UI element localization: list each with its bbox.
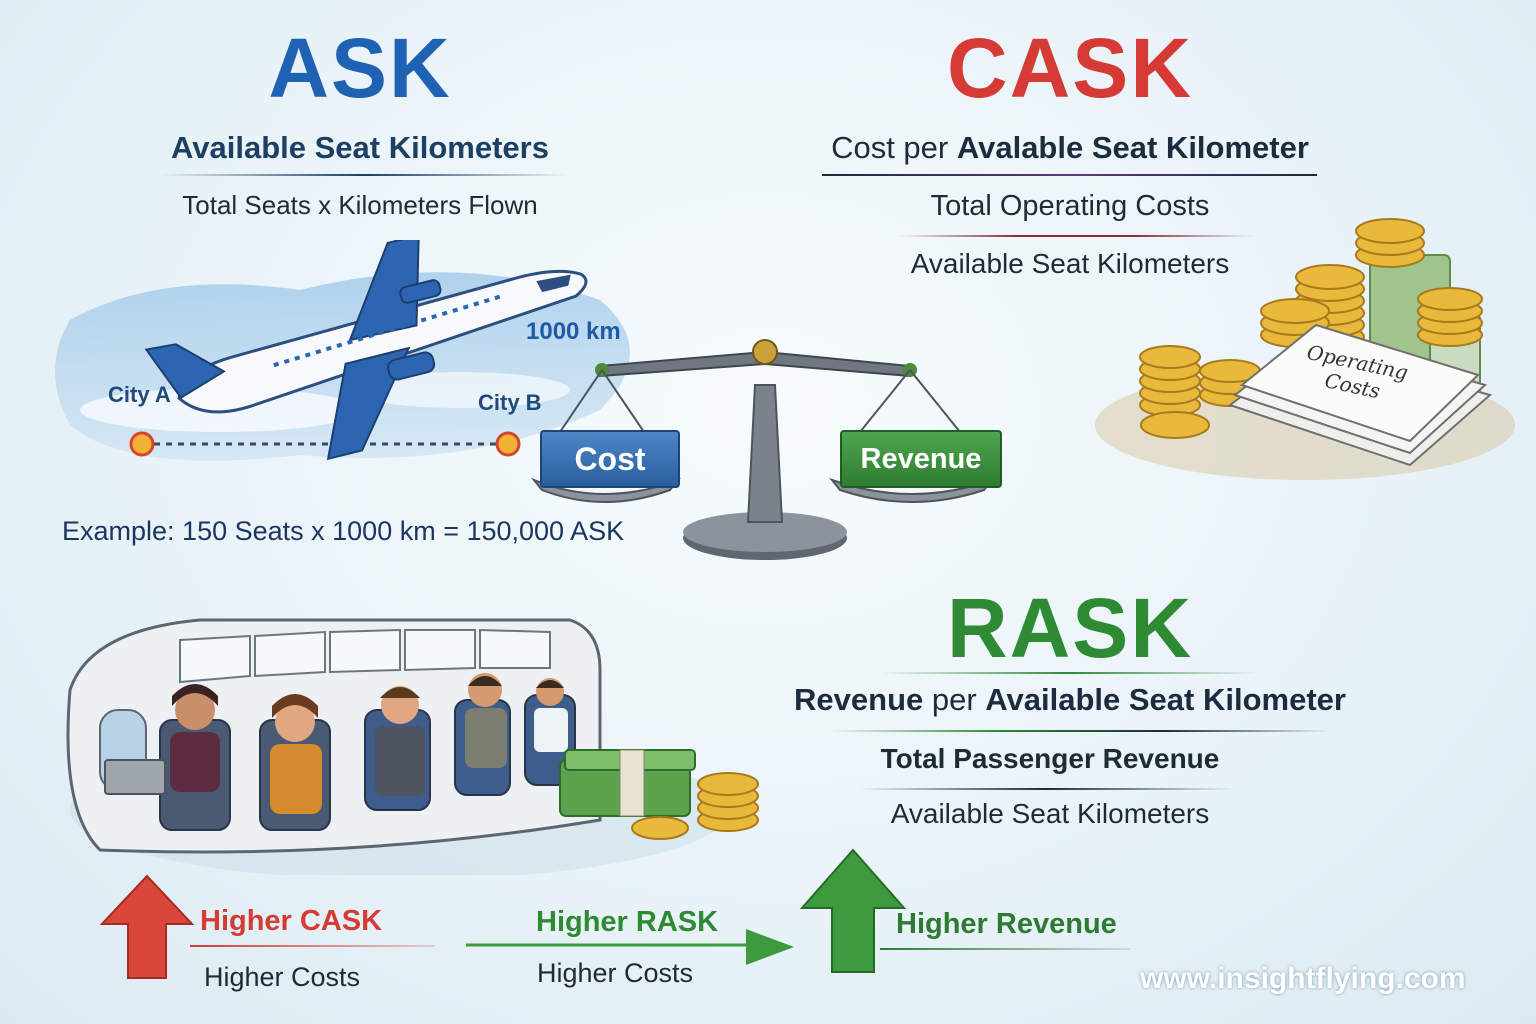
ask-formula: Total Seats x Kilometers Flown: [182, 190, 538, 220]
rask-divider-top: [880, 672, 1260, 674]
cask-denominator: Available Seat Kilometers: [910, 248, 1230, 279]
cask-subtitle: Cost per Avalable Seat Kilometer: [790, 130, 1350, 166]
airplane-icon: [144, 240, 588, 461]
rask-subtitle-bold-1: Revenue: [794, 682, 924, 717]
cask-indicator-line: [190, 945, 435, 947]
revenue-indicator-line: [880, 948, 1130, 950]
cask-numerator: Total Operating Costs: [930, 190, 1210, 222]
higher-costs-label-2: Higher Costs: [537, 958, 694, 988]
city-a-label: City A: [108, 382, 171, 407]
cask-subtitle-bold: Avalable Seat Kilometer: [956, 130, 1309, 165]
balance-scale-icon: [530, 339, 995, 560]
money-stack-icon: [559, 749, 759, 840]
red-up-arrow-icon: [100, 874, 195, 979]
city-b-label: City B: [478, 390, 542, 415]
rask-numerator: Total Passenger Revenue: [880, 743, 1220, 774]
flight-route-illustration: [55, 240, 630, 461]
website-url[interactable]: www.insightflying.com: [1140, 962, 1466, 995]
cask-subtitle-plain: Cost per: [831, 130, 957, 165]
green-right-arrow-icon: [466, 929, 794, 965]
rask-subtitle-bold-2: Available Seat Kilometer: [985, 682, 1346, 717]
higher-rask-label: Higher RASK: [536, 906, 719, 938]
cask-divider-top: [822, 174, 1317, 176]
higher-costs-label-1: Higher Costs: [204, 962, 361, 992]
green-up-arrow-icon: [799, 848, 907, 973]
ask-title: ASK: [268, 21, 452, 115]
cask-title: CASK: [946, 21, 1193, 115]
distance-label: 1000 km: [526, 318, 621, 345]
scale-revenue-block: Revenue: [840, 430, 1002, 488]
higher-cask-label: Higher CASK: [200, 905, 383, 937]
ask-divider: [160, 174, 570, 176]
rask-divider-mid: [830, 730, 1330, 732]
passenger-figures: [170, 673, 568, 814]
higher-revenue-label: Higher Revenue: [896, 908, 1117, 940]
paper-stack-icon: [1227, 323, 1493, 467]
rask-subtitle: Revenue per Available Seat Kilometer: [760, 682, 1380, 718]
rask-fraction-bar: [858, 788, 1234, 790]
city-a-marker: [129, 431, 155, 457]
laptop-icon: [104, 759, 166, 795]
cask-fraction-bar: [898, 235, 1254, 237]
rask-subtitle-plain: per: [923, 682, 986, 717]
operating-costs-illustration: [1095, 218, 1515, 480]
city-b-marker: [495, 431, 521, 457]
ask-subtitle: Available Seat Kilometers: [171, 130, 549, 165]
rask-title: RASK: [946, 581, 1193, 675]
scale-cost-block: Cost: [540, 430, 680, 488]
cabin-passengers-illustration: [66, 618, 759, 875]
ask-example: Example: 150 Seats x 1000 km = 150,000 A…: [62, 516, 625, 546]
overhead-bins: [179, 628, 551, 684]
rask-denominator: Available Seat Kilometers: [890, 798, 1210, 829]
